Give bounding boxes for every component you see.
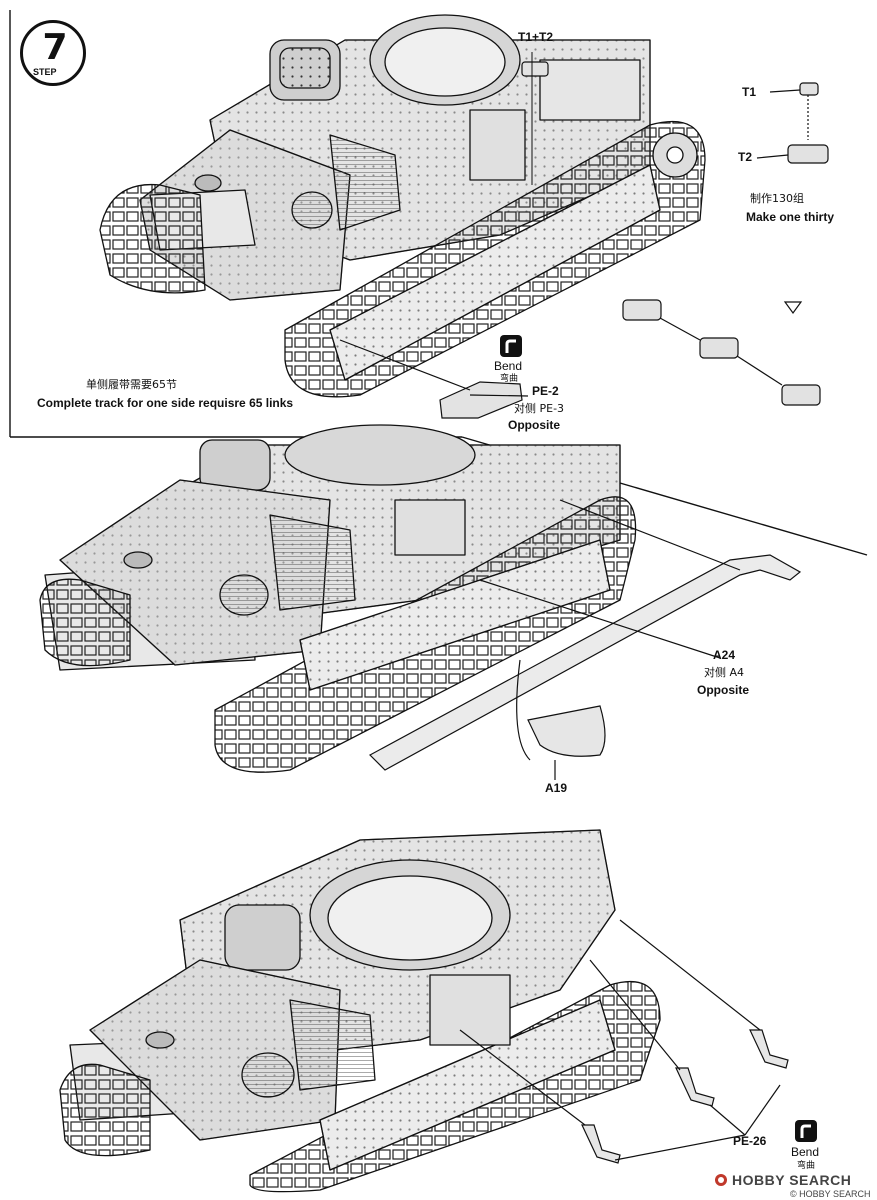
step-badge: 7 STEP — [20, 20, 86, 86]
label-opposite-a4: 对侧 A4 — [704, 666, 745, 679]
watermark-sub: © HOBBY SEARCH — [790, 1189, 871, 1199]
pe26-brackets — [459, 919, 789, 1164]
tank-panel1 — [99, 14, 706, 398]
label-pe26: PE-26 — [733, 1134, 767, 1148]
label-opposite-pe3: 对侧 PE-3 — [514, 402, 565, 415]
label-pe2: PE-2 — [532, 384, 559, 398]
hobby-search-logo-icon — [715, 1174, 727, 1186]
bend-label-en-2: Bend — [791, 1145, 820, 1159]
track-link-parts — [521, 61, 829, 406]
bend-label-cn: 弯曲 — [500, 374, 519, 384]
step-word: STEP — [33, 67, 57, 77]
tank-panel2 — [39, 424, 637, 773]
pe2-part — [339, 339, 529, 419]
make-count-en: Make one thirty — [746, 210, 835, 224]
a19-bracket-part — [516, 659, 606, 780]
make-count-cn: 制作130组 — [750, 192, 804, 205]
tank-panel3 — [59, 829, 661, 1193]
label-t1-t2: T1+T2 — [518, 30, 554, 44]
track-note-cn: 单侧履带需要65节 — [86, 378, 177, 391]
step-number: 7 — [42, 27, 68, 68]
bend-label-en: Bend — [494, 359, 523, 373]
label-opposite-en-2: Opposite — [697, 683, 750, 697]
label-t1: T1 — [742, 85, 757, 99]
bend-icon-2 — [795, 1120, 817, 1142]
watermark-brand: HOBBY SEARCH — [732, 1172, 852, 1188]
label-t2: T2 — [738, 150, 753, 164]
label-a19: A19 — [545, 781, 568, 795]
label-opposite-en-1: Opposite — [508, 418, 561, 432]
label-a24: A24 — [713, 648, 736, 662]
watermark: HOBBY SEARCH — [714, 1172, 851, 1188]
bend-icon — [500, 335, 522, 357]
bend-label-cn-2: 弯曲 — [797, 1161, 816, 1171]
track-note-en: Complete track for one side requisre 65 … — [37, 396, 294, 410]
a24-fender-part — [369, 499, 802, 771]
